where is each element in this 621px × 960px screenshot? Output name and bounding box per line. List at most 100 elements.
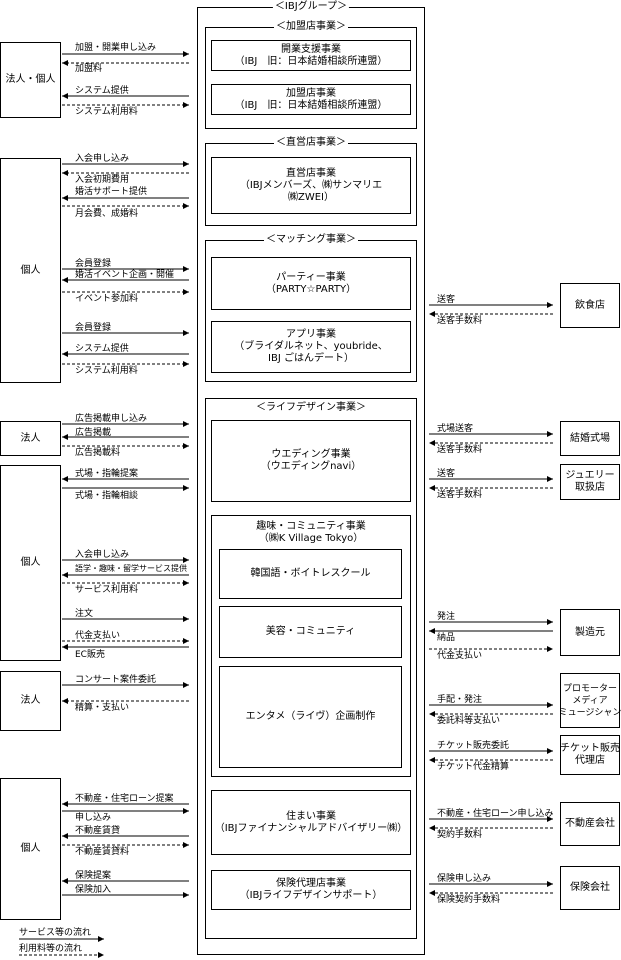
right-entity-manufacturer: 製造元 bbox=[560, 609, 620, 656]
app-business-title: アプリ事業 bbox=[286, 329, 336, 340]
flow-label: 納品 bbox=[437, 633, 456, 643]
group-title: ＜IBJグループ＞ bbox=[272, 1, 350, 13]
flow-label: 保険申し込み bbox=[437, 874, 492, 884]
app-business-box: アプリ事業 （ブライダルネット、youbride、 IBJ ごはんデート） bbox=[211, 321, 411, 373]
flow-label: 手配・発注 bbox=[437, 695, 483, 705]
opening-support-box: 開業支援事業 （IBJ 旧：日本結婚相談所連盟） bbox=[211, 40, 411, 71]
flow-label: 式場・指輪相談 bbox=[75, 491, 139, 501]
flow-label: 会員登録 bbox=[75, 323, 112, 333]
right-entity-jewelry: ジュエリー取扱店 bbox=[560, 464, 620, 500]
flow-label: 入会申し込み bbox=[75, 154, 130, 164]
direct-business-sub2: ㈱ZWEI） bbox=[287, 191, 334, 203]
direct-business-box: 直営店事業 （IBJメンバーズ、㈱サンマリエ ㈱ZWEI） bbox=[211, 157, 411, 214]
flow-label: 保険加入 bbox=[75, 885, 112, 895]
flow-label: 注文 bbox=[75, 609, 94, 619]
flow-label: 代金支払い bbox=[75, 631, 121, 641]
app-business-sub2: IBJ ごはんデート） bbox=[268, 353, 354, 364]
flow-label: 保険提案 bbox=[75, 871, 112, 881]
left-entity-individual-2: 個人 bbox=[0, 465, 61, 661]
franchise-section-title: ＜加盟店事業＞ bbox=[274, 21, 348, 33]
matching-section-title: ＜マッチング事業＞ bbox=[264, 234, 358, 246]
korean-school-label: 韓国語・ボイトレスクール bbox=[250, 568, 371, 579]
flow-label: 式場・指輪提案 bbox=[75, 469, 139, 479]
housing-business-box: 住まい事業 （IBJファイナンシャルアドバイザリー㈱） bbox=[211, 790, 411, 855]
franchise-business-sub: （IBJ 旧：日本結婚相談所連盟） bbox=[234, 99, 388, 111]
app-business-sub1: （ブライダルネット、youbride、 bbox=[234, 341, 388, 352]
flow-label: 保険契約手数料 bbox=[437, 895, 501, 905]
flow-label: 加盟料 bbox=[75, 64, 103, 74]
flow-label: 会員登録 bbox=[75, 259, 112, 269]
flow-label: 送客手数料 bbox=[437, 445, 483, 455]
franchise-business-title: 加盟店事業 bbox=[286, 87, 336, 99]
flow-label: システム提供 bbox=[75, 344, 129, 354]
flow-label: システム利用料 bbox=[75, 107, 138, 117]
right-entity-wedding-venue: 結婚式場 bbox=[560, 421, 620, 456]
flow-label: 入会初期費用 bbox=[75, 175, 130, 185]
flow-label: 精算・支払い bbox=[75, 703, 130, 713]
direct-business-sub1: （IBJメンバーズ、㈱サンマリエ bbox=[239, 179, 383, 191]
opening-support-sub: （IBJ 旧：日本結婚相談所連盟） bbox=[234, 55, 388, 67]
franchise-business-box: 加盟店事業 （IBJ 旧：日本結婚相談所連盟） bbox=[211, 84, 411, 115]
insurance-agency-title: 保険代理店事業 bbox=[276, 878, 346, 889]
flow-label: 広告掲載料 bbox=[75, 448, 121, 458]
flow-label: システム提供 bbox=[75, 86, 129, 96]
legend-service-label: サービス等の流れ bbox=[19, 928, 92, 938]
direct-section-title: ＜直営店事業＞ bbox=[274, 137, 348, 149]
flow-label: 婚活イベント企画・開催 bbox=[75, 270, 175, 280]
legend-fee-label: 利用料等の流れ bbox=[19, 944, 83, 954]
flow-label: 不動産賃貸料 bbox=[75, 847, 130, 857]
party-business-sub: （PARTY☆PARTY） bbox=[265, 283, 357, 295]
right-entity-real-estate: 不動産会社 bbox=[560, 802, 620, 846]
left-entity-individual-3: 個人 bbox=[0, 778, 61, 920]
insurance-agency-sub: （IBJライフデザインサポート） bbox=[239, 890, 383, 901]
korean-school-box: 韓国語・ボイトレスクール bbox=[219, 549, 402, 599]
right-entity-ticket-agency: チケット販売代理店 bbox=[560, 735, 620, 775]
hobby-community-title: 趣味・コミュニティ事業 bbox=[256, 521, 366, 532]
life-design-section-title: ＜ライフデザイン事業＞ bbox=[254, 402, 368, 414]
entertainment-label: エンタメ（ライヴ）企画制作 bbox=[245, 711, 376, 722]
flow-label: 代金支払い bbox=[437, 651, 483, 661]
wedding-business-box: ウエディング事業 （ウエディングnavi） bbox=[211, 420, 411, 502]
flow-label: 式場送客 bbox=[437, 424, 474, 434]
right-entity-promoter: プロモーター メディア ミュージシャン bbox=[559, 673, 621, 728]
left-entity-corp-1: 法人 bbox=[0, 421, 61, 456]
flow-label: 送客 bbox=[437, 469, 456, 479]
housing-business-title: 住まい事業 bbox=[286, 810, 336, 822]
beauty-community-label: 美容・コミュニティ bbox=[265, 626, 356, 637]
flow-label: サービス利用料 bbox=[75, 585, 139, 595]
flow-label: 語学・趣味・留学サービス提供 bbox=[75, 564, 187, 573]
flow-label: 婚活サポート提供 bbox=[75, 187, 148, 197]
flow-label: 申し込み bbox=[75, 813, 112, 823]
flow-label: 不動産・住宅ローン申し込み bbox=[437, 809, 554, 819]
opening-support-title: 開業支援事業 bbox=[281, 43, 341, 55]
right-entity-insurer: 保険会社 bbox=[560, 866, 620, 910]
left-entity-corp-individual: 法人・個人 bbox=[0, 42, 61, 118]
flow-label: システム利用料 bbox=[75, 366, 138, 376]
insurance-agency-box: 保険代理店事業 （IBJライフデザインサポート） bbox=[211, 870, 411, 910]
hobby-community-sub: （㈱K Village Tokyo） bbox=[258, 533, 364, 544]
flow-label: 送客手数料 bbox=[437, 316, 483, 326]
right-entity-restaurant: 飲食店 bbox=[560, 283, 620, 328]
flow-label: 委託料等支払い bbox=[437, 716, 501, 726]
left-entity-individual-1: 個人 bbox=[0, 158, 61, 383]
flow-label: 広告掲載 bbox=[75, 428, 112, 438]
left-entity-corp-2: 法人 bbox=[0, 671, 61, 731]
flow-label: チケット販売委託 bbox=[437, 741, 510, 751]
flow-label: イベント参加料 bbox=[75, 294, 139, 304]
flow-label: 入会申し込み bbox=[75, 550, 130, 560]
flow-label: 契約手数料 bbox=[437, 830, 483, 840]
direct-business-title: 直営店事業 bbox=[286, 167, 336, 179]
flow-label: 広告掲載申し込み bbox=[75, 414, 148, 424]
wedding-business-title: ウエディング事業 bbox=[271, 449, 351, 460]
flow-label: 送客手数料 bbox=[437, 490, 483, 500]
entertainment-box: エンタメ（ライヴ）企画制作 bbox=[219, 666, 402, 768]
beauty-community-box: 美容・コミュニティ bbox=[219, 606, 402, 658]
flow-label: 月会費、成婚料 bbox=[75, 209, 139, 219]
flow-label: チケット代金精算 bbox=[437, 762, 510, 772]
party-business-box: パーティー事業 （PARTY☆PARTY） bbox=[211, 257, 411, 310]
flow-label: 不動産・住宅ローン提案 bbox=[75, 794, 174, 804]
flow-label: 加盟・開業申し込み bbox=[75, 43, 157, 53]
flow-label: 送客 bbox=[437, 295, 456, 305]
wedding-business-sub: （ウエディングnavi） bbox=[260, 461, 362, 472]
party-business-title: パーティー事業 bbox=[276, 271, 346, 283]
